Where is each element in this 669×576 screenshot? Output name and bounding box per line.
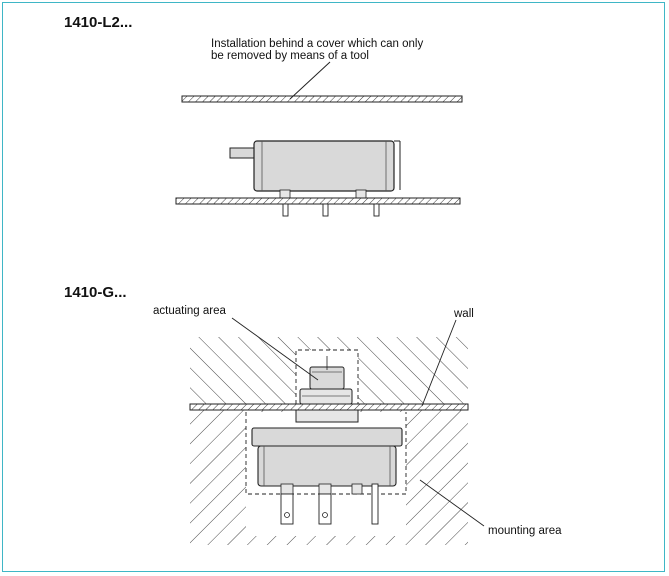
breaker-housing [251,427,403,487]
heading-1410-g: 1410-G... [64,284,127,301]
label-actuating-area: actuating area [153,305,226,317]
heading-1410-l2: 1410-L2... [64,14,133,31]
label-wall: wall [454,308,474,320]
mounting-panel-top [175,197,461,205]
label-mounting-area: mounting area [488,525,562,537]
leader-actuating [231,317,319,381]
leader-mounting [419,479,485,527]
mounting-nut [295,409,359,423]
terminal-lugs [280,483,379,525]
leader-wall [421,319,457,407]
actuator-button [299,356,353,405]
terminal-pins-top [282,203,380,217]
breaker-side-view [229,140,401,199]
installation-note-line2: be removed by means of a tool [211,50,369,62]
cover-panel [181,95,463,103]
installation-note-line1: Installation behind a cover which can on… [211,38,424,50]
note-leader-line [289,61,331,100]
wall-panel [189,403,469,411]
